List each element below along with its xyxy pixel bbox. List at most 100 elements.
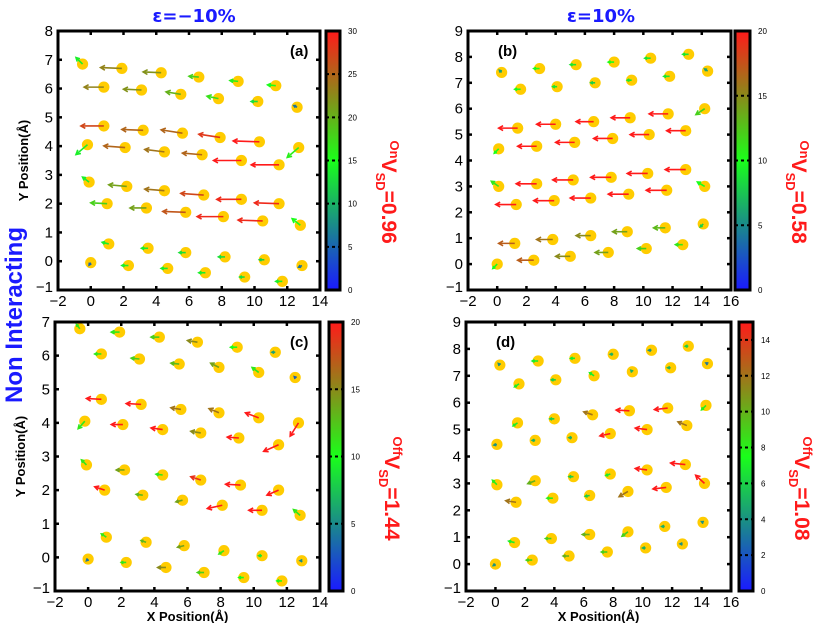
arrow-head [663,166,671,173]
atom-marker [588,370,600,382]
arrow-head [524,558,530,563]
arrow-head [289,431,295,438]
atom-marker [550,118,562,130]
x-axis-title: X Position(Å) [147,609,229,623]
displacement-arrow [238,219,263,222]
displacement-arrow [121,128,144,132]
arrow-head [249,161,256,168]
x-tick-label: 12 [664,293,681,310]
arrow-head [102,143,109,150]
arrow-head [82,84,89,91]
column-title-strain-minus-10: ε=−10% [152,6,235,27]
arrow-head [156,564,162,570]
arrow-head [159,127,167,134]
arrow-head [548,416,553,421]
arrow-head [549,377,554,382]
arrow-head [231,138,239,145]
arrow-head [703,67,708,72]
arrow-head [532,66,537,71]
colorbar-tick-label: 0 [351,587,356,596]
y-tick-label: −1 [33,580,50,597]
arrow-head [274,279,279,284]
arrow-head [493,150,498,155]
arrow-head [704,362,709,366]
colorbar-tick-label: 10 [351,453,360,462]
y-axis-title: Y Position(Å) [13,416,28,497]
colorbar-tick-label: 8 [761,444,766,453]
displacement-arrow [126,402,142,406]
x-tick-label: 8 [216,594,224,611]
arrow-head [93,485,100,491]
arrow-head [694,474,701,481]
atom-marker [643,129,655,141]
colorbar-tick-label: 0 [758,286,763,295]
displacement-arrow [266,489,279,496]
arrow-head [491,562,496,567]
arrow-head [580,532,586,537]
atom-marker [512,122,524,134]
arrow-head [535,121,542,128]
arrow-head [99,532,105,537]
arrow-head [647,110,654,117]
arrow-head [494,201,501,208]
atom-marker [567,471,580,483]
displacement-arrow [289,422,300,437]
y-tick-label: 5 [455,127,463,144]
column-title-strain-plus-10: ε=10% [567,6,635,27]
arrow-head [526,480,532,485]
atom-marker [585,192,597,204]
arrows-layer [491,344,709,567]
y-tick-label: 0 [42,549,50,566]
arrow-head [583,494,588,498]
arrow-head [139,539,144,543]
y-tick-label: 6 [455,101,463,118]
arrow-head [593,249,600,256]
arrow-head [551,84,556,89]
arrows-layer [75,323,303,583]
arrow-head [683,344,688,349]
x-tick-label: −2 [457,594,474,611]
atom-marker [585,230,597,242]
arrow-head [513,87,518,92]
x-tick-label: 6 [580,594,588,611]
x-tick-label: 6 [581,293,589,310]
arrow-head [651,485,658,492]
y-tick-label: 4 [45,138,53,155]
arrow-head [223,481,231,488]
colorbar-tick-label: 5 [351,520,356,529]
arrow-head [535,236,542,243]
displacement-arrow [86,397,102,401]
atom-marker [588,116,600,128]
atom-marker [699,180,711,192]
arrow-head [660,524,665,529]
displacement-arrow [286,146,300,158]
colorbar-tick-label: 2 [761,551,766,560]
arrow-head [161,208,168,215]
arrow-head [139,246,145,251]
y-tick-label: 1 [455,230,463,247]
arrow-head [643,56,648,61]
atom-marker [547,233,559,246]
arrow-head [197,270,202,275]
atom-marker [641,464,653,476]
displacement-arrow [654,407,668,411]
x-tick-label: 8 [218,293,226,310]
arrow-head [516,257,523,264]
x-tick-label: 2 [119,293,127,310]
colorbar-tick-label: 14 [761,336,770,345]
displacement-arrow [123,88,142,91]
atom-marker [589,77,601,89]
atom-marker [661,184,673,196]
arrow-head [120,126,127,133]
displacement-arrow [227,436,239,439]
arrow-head [640,546,646,550]
colorbar-tick-label: 20 [351,318,360,327]
colorbar-tick-label: 15 [348,157,357,166]
y-tick-label: 6 [453,395,461,412]
y-tick-label: 9 [453,314,461,331]
x-tick-label: 16 [723,293,740,310]
arrow-head [651,224,659,231]
arrow-head [100,240,106,245]
